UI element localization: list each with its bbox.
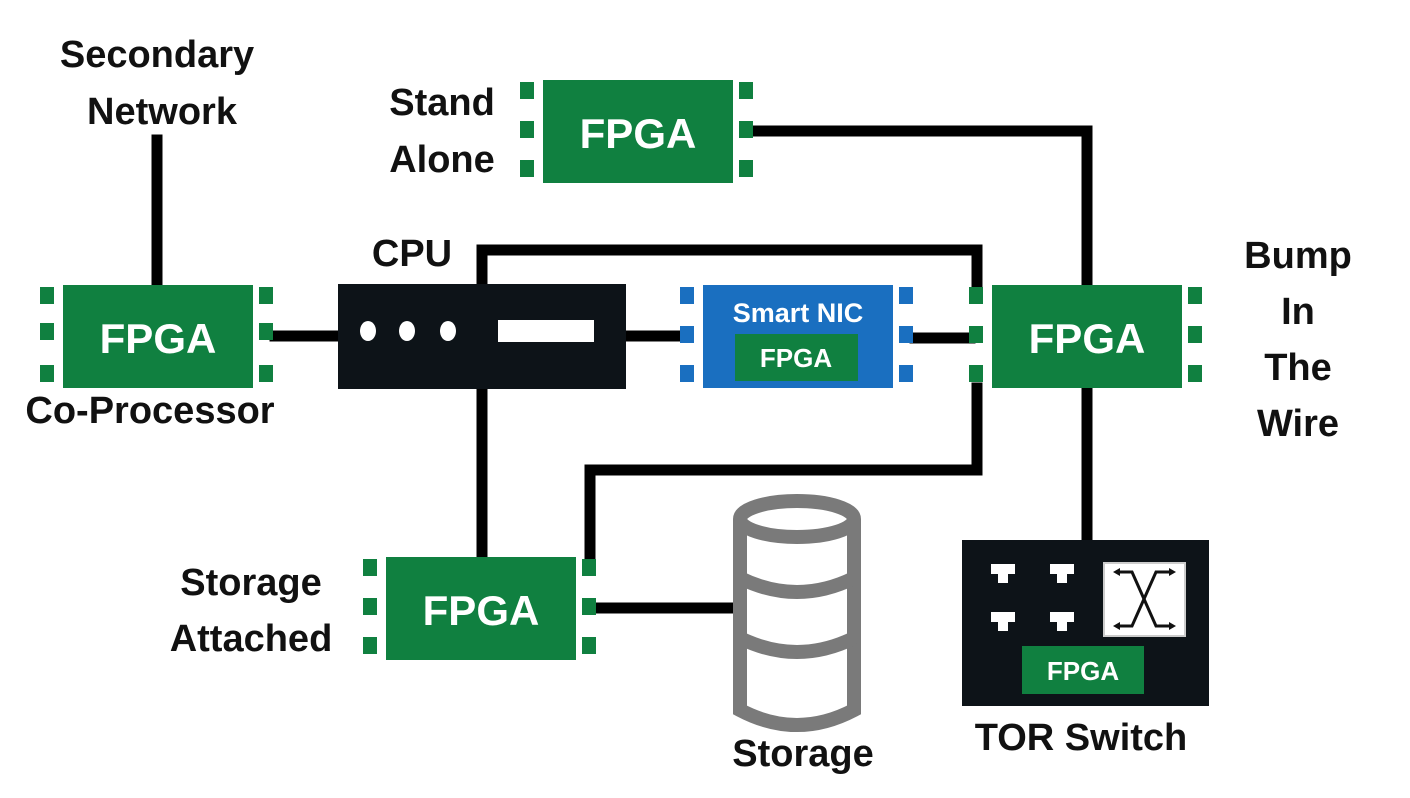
nic-pin: [680, 326, 694, 343]
bump-label-line1: Bump: [1244, 235, 1352, 277]
fpga-pin: [259, 365, 273, 382]
secondary-network-label-line2: Network: [87, 91, 238, 133]
fpga-label: FPGA: [1029, 315, 1146, 362]
tor-switch: FPGA: [962, 540, 1209, 706]
fpga-pin: [40, 323, 54, 340]
fpga-label: FPGA: [580, 110, 697, 157]
bump-label-line2: In: [1281, 291, 1315, 333]
database-icon: [733, 494, 861, 732]
text-labels: Secondary Network Stand Alone CPU Co-Pro…: [25, 34, 1351, 775]
fpga-pin: [582, 598, 596, 615]
fpga-pin: [1188, 365, 1202, 382]
storage-attached-fpga: FPGA: [363, 557, 596, 660]
connection-lines: [151, 125, 1093, 614]
nic-fpga-body: [735, 334, 858, 381]
cpu-label: CPU: [372, 233, 452, 275]
nic-pin: [680, 365, 694, 382]
nic-pin: [899, 287, 913, 304]
smart-nic-label: Smart NIC: [733, 298, 864, 328]
line-standalone-bump: [749, 125, 1093, 291]
stand-alone-label-line1: Stand: [389, 82, 495, 124]
fpga-pin: [582, 637, 596, 654]
storage-attached-label-line2: Attached: [170, 618, 333, 660]
bump-label-line3: The: [1264, 347, 1332, 389]
co-processor-fpga: FPGA: [40, 285, 273, 388]
tor-fpga-body: [1022, 646, 1144, 694]
cpu-server: [338, 284, 626, 389]
fpga-label: FPGA: [100, 315, 217, 362]
storage-label: Storage: [732, 733, 873, 775]
cpu-drive-slot: [498, 320, 594, 342]
nic-pin: [899, 326, 913, 343]
network-port-icon: [991, 564, 1074, 631]
fpga-pin: [582, 559, 596, 576]
crossbar-switch-icon: [1103, 562, 1186, 637]
fpga-pin: [1188, 326, 1202, 343]
fpga-pin: [520, 160, 534, 177]
fpga-pin: [969, 365, 983, 382]
fpga-pin: [40, 365, 54, 382]
fpga-pin: [1188, 287, 1202, 304]
fpga-chip-body: [543, 80, 733, 183]
storage-attached-label-line1: Storage: [180, 562, 321, 604]
fpga-pin: [259, 323, 273, 340]
secondary-network-label-line1: Secondary: [60, 34, 254, 76]
fpga-chip-body: [63, 285, 253, 388]
nic-fpga-label: FPGA: [760, 343, 832, 373]
tor-fpga-label: FPGA: [1047, 656, 1119, 686]
fpga-pin: [363, 637, 377, 654]
bump-label-line4: Wire: [1257, 403, 1339, 445]
nic-pin: [899, 365, 913, 382]
fpga-pin: [739, 82, 753, 99]
fpga-pin: [363, 559, 377, 576]
nic-pin: [680, 287, 694, 304]
bump-in-the-wire-fpga: FPGA: [969, 285, 1202, 388]
fpga-pin: [969, 326, 983, 343]
fpga-pin: [739, 160, 753, 177]
cpu-indicator-light: [360, 321, 376, 341]
line-bump-storage-fpga: [584, 382, 983, 563]
fpga-pin: [259, 287, 273, 304]
cpu-indicator-light: [440, 321, 456, 341]
fpga-pin: [40, 287, 54, 304]
stand-alone-label-line2: Alone: [389, 139, 495, 181]
fpga-pin: [520, 82, 534, 99]
cpu-indicator-light: [399, 321, 415, 341]
tor-switch-label: TOR Switch: [975, 717, 1188, 759]
fpga-pin: [520, 121, 534, 138]
fpga-label: FPGA: [423, 587, 540, 634]
co-processor-label: Co-Processor: [25, 390, 274, 432]
fpga-chip-body: [386, 557, 576, 660]
fpga-pin: [739, 121, 753, 138]
fpga-pin: [969, 287, 983, 304]
fpga-pin: [363, 598, 377, 615]
smart-nic: Smart NIC FPGA: [680, 285, 913, 388]
fpga-chip-body: [992, 285, 1182, 388]
stand-alone-fpga: FPGA: [520, 80, 753, 183]
line-cpu-top-loop: [476, 244, 983, 291]
